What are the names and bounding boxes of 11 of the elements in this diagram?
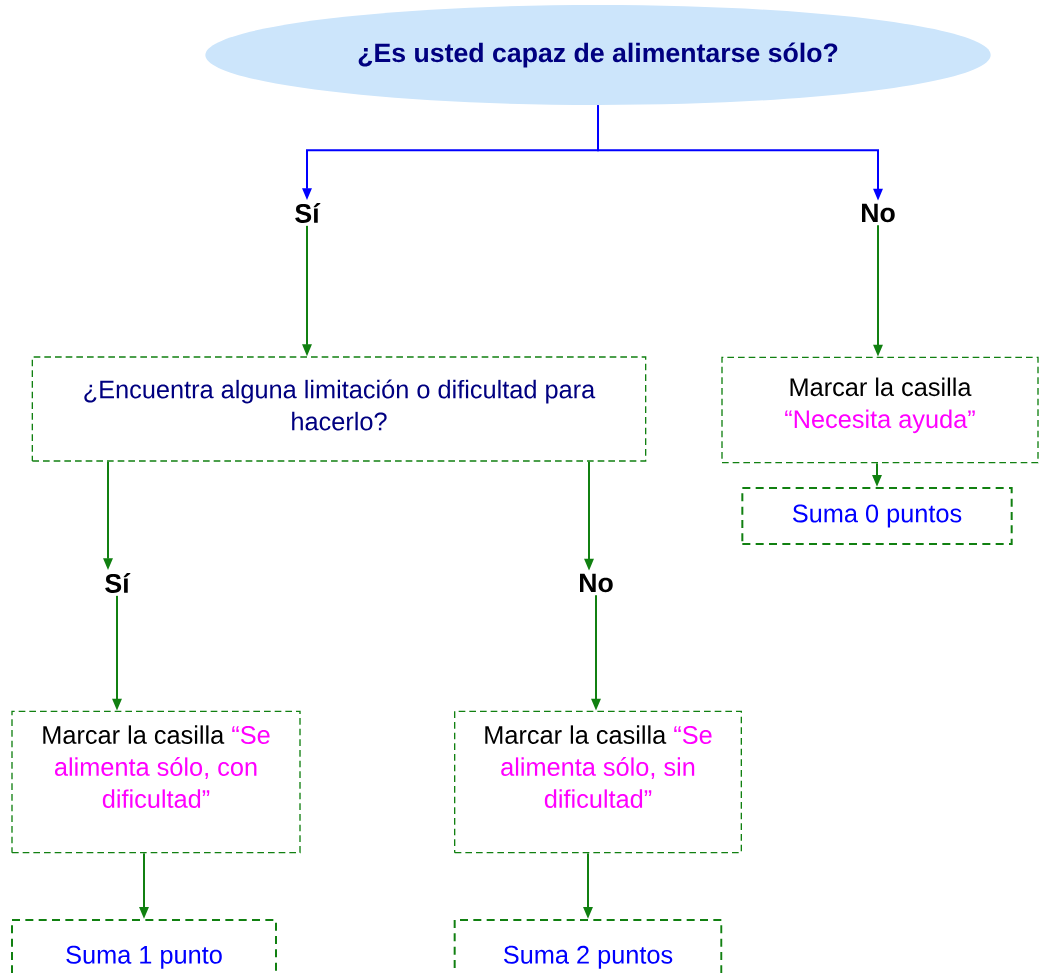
score-box: Suma 0 puntos [741, 487, 1013, 545]
answer-label: Sí [295, 203, 321, 223]
question-box: Marcar la casilla “Se alimenta sólo, sin dificultad” [454, 710, 742, 854]
question-box: Marcar la casilla “Se alimenta sólo, con dificultad” [11, 710, 301, 854]
score-box: Suma 2 puntos [453, 919, 723, 973]
question-box: ¿Encuentra alguna limitación o dificultad para hacerlo? [31, 356, 647, 462]
score-box: Suma 1 punto [11, 919, 277, 973]
answer-label: Sí [105, 573, 131, 593]
question-box: Marcar la casilla “Necesita ayuda” [721, 356, 1039, 464]
answer-label: No [580, 573, 613, 593]
answer-label: No [862, 203, 895, 223]
